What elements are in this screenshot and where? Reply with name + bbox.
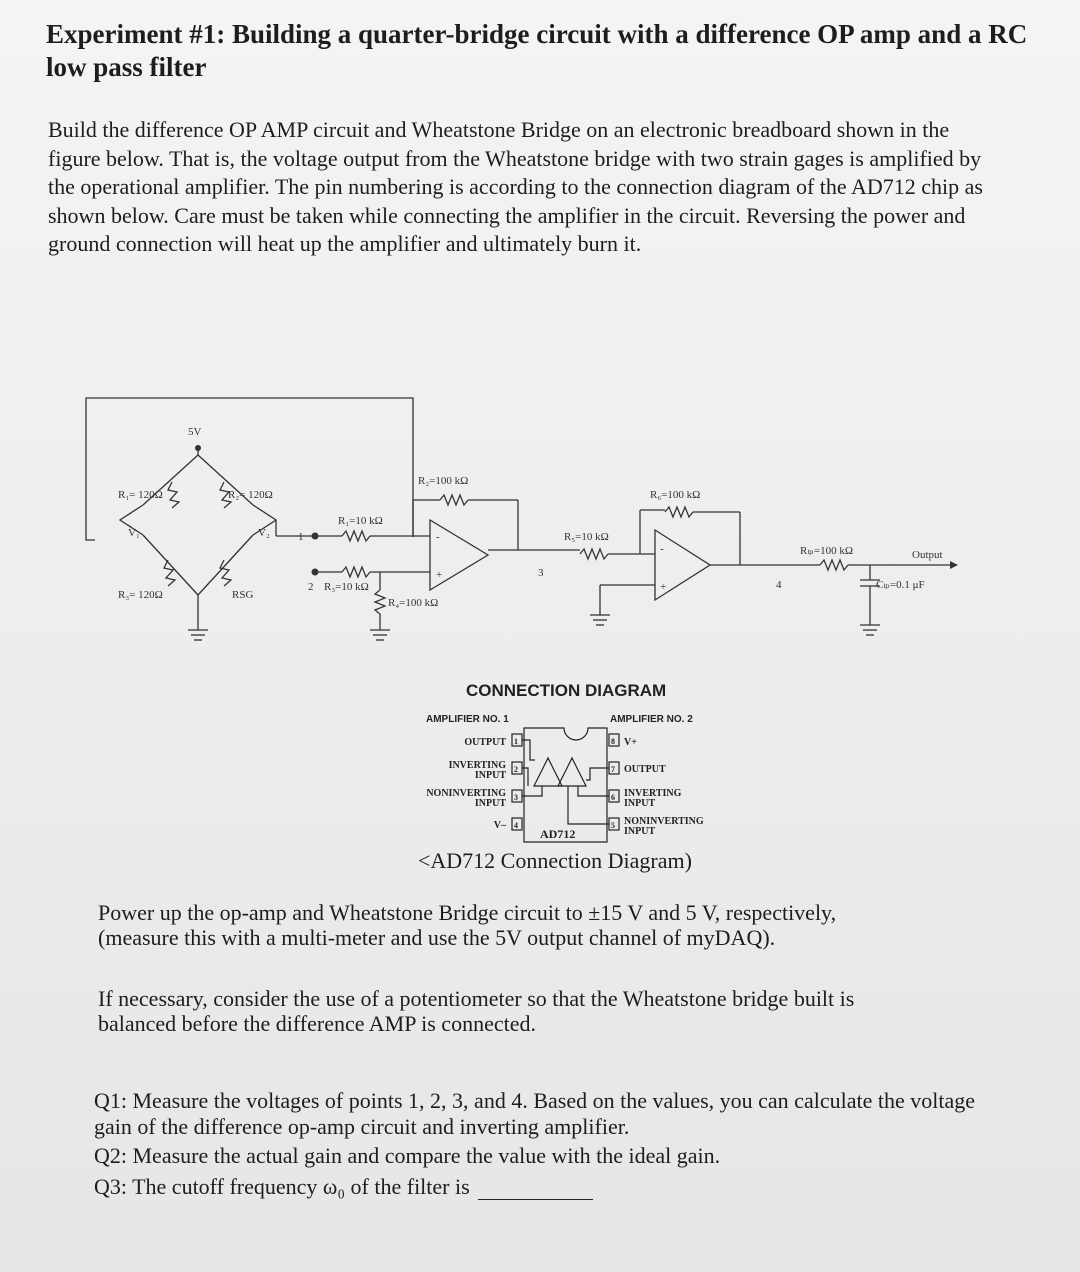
- pin5-label: NONINVERTING: [624, 816, 704, 827]
- opamp-2-plus: +: [660, 581, 666, 593]
- resistor-r1: [341, 529, 371, 543]
- question-3-text: Q3: The cutoff frequency ω₀ of the filte…: [94, 1174, 470, 1199]
- pin6-label: INVERTING: [624, 788, 682, 799]
- svg-text:8: 8: [611, 737, 615, 746]
- svg-text:4: 4: [514, 821, 518, 830]
- svg-text:6: 6: [611, 793, 615, 802]
- question-2: Q2: Measure the actual gain and compare …: [94, 1143, 721, 1168]
- label-v1: V₁: [128, 527, 140, 539]
- pin2-label-2: INPUT: [475, 770, 506, 781]
- label-clp: Cₗₚ=0.1 μF: [876, 579, 925, 591]
- label-rb2: R₂= 120Ω: [228, 489, 273, 501]
- resistor-rlp: [819, 558, 849, 572]
- label-r4: R₄=100 kΩ: [388, 597, 438, 609]
- bridge-arm-rb3: [142, 534, 199, 596]
- label-r6: R₆=100 kΩ: [650, 489, 700, 501]
- bridge-arm-rb2: [197, 454, 254, 506]
- label-node-3: 3: [538, 567, 544, 579]
- bridge-arm-rb1: [142, 454, 199, 506]
- svg-text:5: 5: [611, 821, 615, 830]
- connection-heading: CONNECTION DIAGRAM: [466, 681, 666, 700]
- chip-body: [523, 727, 608, 843]
- intro-paragraph: Build the difference OP AMP circuit and …: [48, 117, 983, 256]
- label-supply: 5V: [188, 426, 202, 438]
- resistor-rsg: [219, 559, 233, 587]
- opamp-2: [654, 528, 712, 602]
- resistor-rb3: [163, 559, 177, 587]
- connection-diagram-caption: <AD712 Connection Diagram): [418, 848, 692, 873]
- opamp-1-minus: -: [436, 531, 440, 543]
- pin7-label: OUTPUT: [624, 764, 666, 775]
- opamp-2-minus: -: [660, 543, 664, 555]
- question-3: Q3: The cutoff frequency ω₀ of the filte…: [94, 1174, 1004, 1200]
- label-output: Output: [912, 549, 943, 561]
- chip-opamp-1: [533, 756, 563, 787]
- label-r2: R₂=100 kΩ: [418, 475, 468, 487]
- potentiometer-paragraph: If necessary, consider the use of a pote…: [98, 986, 855, 1036]
- question-1: Q1: Measure the voltages of points 1, 2,…: [94, 1088, 975, 1139]
- pin3-label: NONINVERTING: [426, 788, 506, 799]
- label-r5: R₅=10 kΩ: [564, 531, 609, 543]
- svg-text:2: 2: [514, 765, 518, 774]
- pin5-label-2: INPUT: [624, 826, 655, 837]
- label-rlp: Rₗₚ=100 kΩ: [800, 545, 853, 557]
- label-rb1: R₁= 120Ω: [118, 489, 163, 501]
- label-node-2: 2: [308, 581, 314, 593]
- pin2-label: INVERTING: [449, 760, 507, 771]
- pin3-label-2: INPUT: [475, 798, 506, 809]
- supply-node: [195, 445, 201, 451]
- bridge-top-wire: [85, 397, 414, 541]
- svg-text:1: 1: [514, 737, 518, 746]
- power-paragraph: Power up the op-amp and Wheatstone Bridg…: [98, 900, 837, 950]
- node-2-dot: [311, 568, 319, 576]
- label-r1: R₁=10 kΩ: [338, 515, 383, 527]
- circuit-schematic: 5V R₁= 120Ω R₂= 120Ω R₃= 120Ω RSG V₁ V₂ …: [85, 397, 958, 843]
- opamp-1-plus: +: [436, 569, 442, 581]
- pin1-label: OUTPUT: [464, 737, 506, 748]
- resistor-r5: [579, 547, 609, 561]
- label-node-4: 4: [776, 579, 782, 591]
- resistor-r3: [341, 565, 371, 579]
- svg-text:7: 7: [611, 765, 615, 774]
- resistor-r2: [439, 493, 469, 507]
- resistor-r4: [373, 589, 387, 615]
- bridge-arm-rsg: [197, 534, 254, 596]
- answer-blank[interactable]: [477, 1177, 593, 1200]
- label-node-1: 1: [298, 531, 304, 543]
- pin8-label: V+: [624, 737, 637, 748]
- page-title: Experiment #1: Building a quarter-bridge…: [46, 19, 1028, 82]
- amp1-label: AMPLIFIER NO. 1: [426, 714, 509, 725]
- pin6-label-2: INPUT: [624, 798, 655, 809]
- amp2-label: AMPLIFIER NO. 2: [610, 714, 693, 725]
- chip-opamp-2: [557, 756, 587, 787]
- label-rb3: R₃= 120Ω: [118, 589, 163, 601]
- pin4-label: V–: [494, 820, 507, 831]
- svg-text:3: 3: [514, 793, 518, 802]
- resistor-rb1: [167, 481, 181, 509]
- resistor-rb2: [219, 481, 233, 509]
- resistor-r6: [664, 505, 694, 519]
- label-rsg: RSG: [232, 589, 253, 601]
- label-v2: V₂: [258, 527, 270, 539]
- opamp-1: [429, 518, 490, 592]
- chip-name: AD712: [540, 827, 575, 841]
- label-r3: R₃=10 kΩ: [324, 581, 369, 593]
- node-1-dot: [311, 532, 319, 540]
